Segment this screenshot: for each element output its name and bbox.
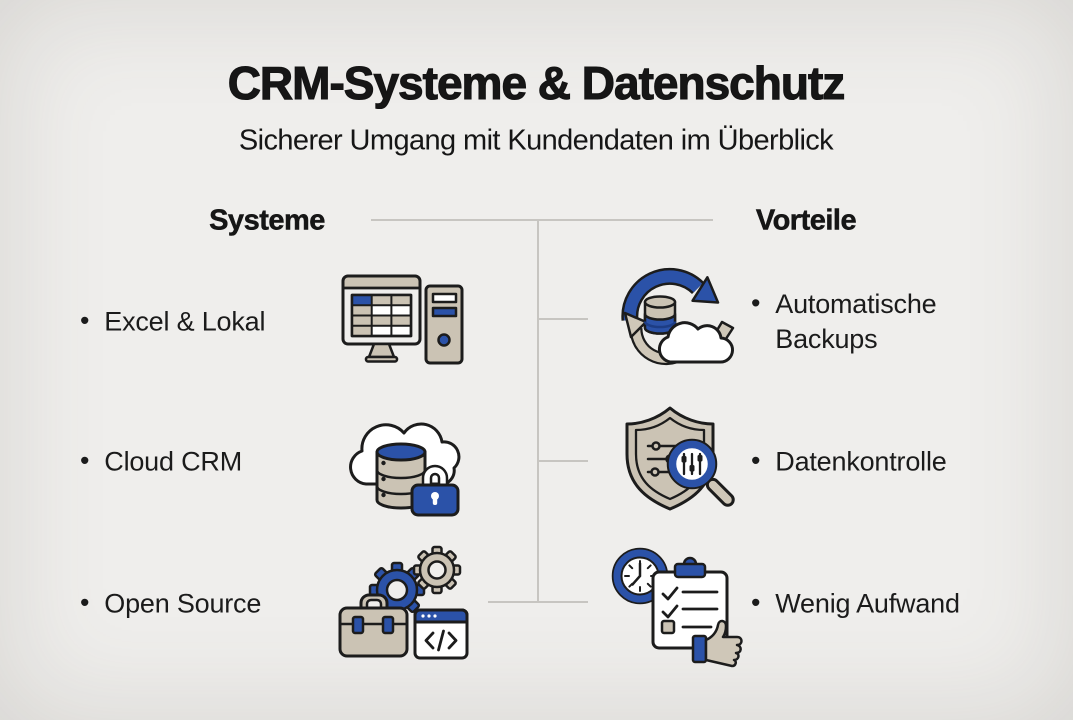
list-item-label: Cloud CRM bbox=[104, 446, 243, 477]
list-item-label: Excel & Lokal bbox=[104, 306, 266, 337]
desktop-computer-spreadsheet-icon bbox=[340, 268, 465, 368]
bullet: • bbox=[80, 587, 90, 618]
connector-vertical bbox=[537, 219, 539, 603]
page-subtitle: Sicherer Umgang mit Kundendaten im Überb… bbox=[238, 124, 834, 157]
list-item-label: Automatische Backups bbox=[775, 288, 937, 354]
database-sync-cloud-backup-icon bbox=[612, 262, 737, 374]
clock-checklist-thumbsup-icon bbox=[605, 538, 745, 668]
cloud-database-lock-icon bbox=[342, 400, 467, 520]
connector-top-horizontal bbox=[371, 219, 713, 221]
list-item-cloud-crm: • Cloud CRM bbox=[80, 444, 242, 479]
list-item-wenig-aufwand: • Wenig Aufwand bbox=[751, 586, 960, 621]
bullet: • bbox=[751, 287, 761, 318]
bullet: • bbox=[80, 305, 90, 336]
list-item-excel-lokal: • Excel & Lokal bbox=[80, 304, 265, 339]
list-item-label: Wenig Aufwand bbox=[775, 588, 960, 619]
connector-tick-row3 bbox=[488, 601, 588, 603]
column-header-systeme: Systeme bbox=[209, 204, 326, 237]
list-item-label: Open Source bbox=[104, 588, 262, 619]
bullet: • bbox=[80, 445, 90, 476]
list-item-open-source: • Open Source bbox=[80, 586, 261, 621]
toolbox-gears-code-icon bbox=[335, 540, 475, 670]
bullet: • bbox=[751, 587, 761, 618]
list-item-automatische-backups: • Automatische Backups bbox=[751, 287, 993, 357]
connector-tick-row2 bbox=[539, 460, 588, 462]
bullet: • bbox=[751, 445, 761, 476]
list-item-label: Datenkontrolle bbox=[775, 446, 947, 477]
column-header-vorteile: Vorteile bbox=[755, 204, 857, 237]
list-item-datenkontrolle: • Datenkontrolle bbox=[751, 444, 947, 479]
page-title: CRM-Systeme & Datenschutz bbox=[227, 56, 846, 109]
connector-tick-row1 bbox=[539, 318, 588, 320]
shield-magnifier-settings-icon bbox=[610, 402, 740, 522]
